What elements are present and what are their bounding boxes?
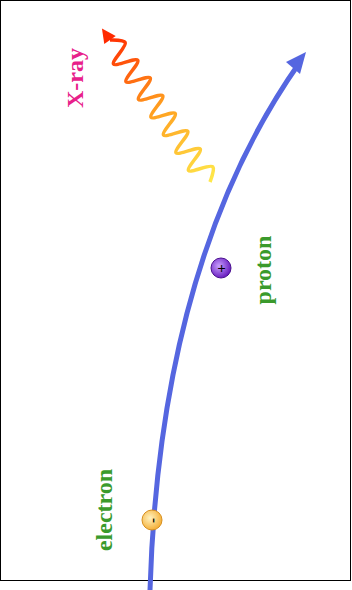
path-arrowhead: [286, 52, 306, 74]
proton-label: proton: [251, 236, 275, 305]
frame: [1, 1, 351, 581]
electron-label: electron: [92, 469, 116, 551]
proton-symbol: [211, 258, 231, 278]
xray-label: X-ray: [63, 48, 87, 108]
charge-sign: +: [214, 264, 229, 273]
electron-path: [150, 62, 300, 590]
xray-arrowhead: [102, 29, 116, 44]
charge-sign: -: [145, 518, 160, 523]
electron-symbol: [142, 510, 162, 530]
xray-wave: [110, 40, 213, 182]
